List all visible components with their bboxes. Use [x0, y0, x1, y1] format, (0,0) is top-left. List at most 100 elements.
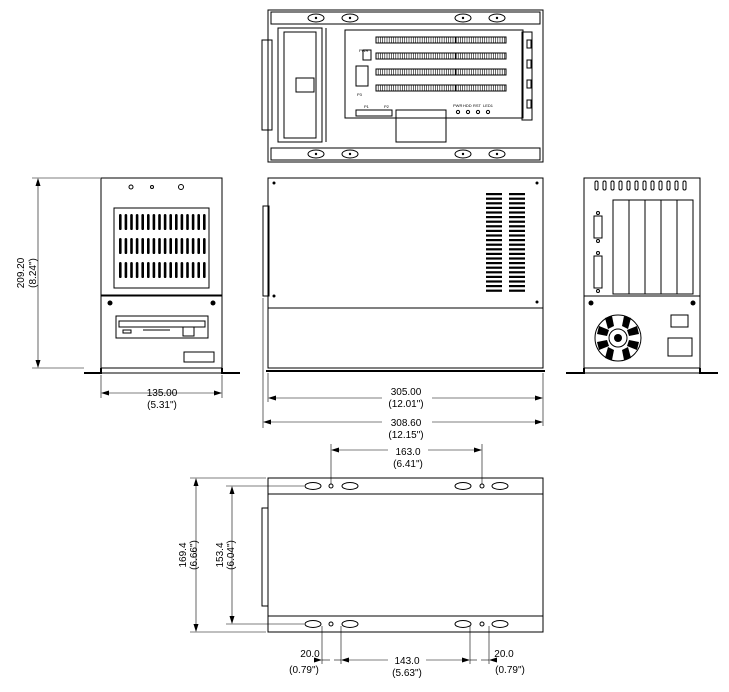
dim-hole-spacing-bottom-in: (5.63") — [392, 668, 422, 679]
side-vent-slot — [509, 275, 525, 278]
side-vent-slot — [486, 289, 502, 292]
dim-body-length-in: (12.01") — [388, 399, 423, 410]
dim-hole-spacing-bottom-mm: 143.0 — [394, 656, 419, 667]
rear-vent-slot — [658, 180, 663, 191]
vent-slot — [197, 262, 200, 278]
side-vent-slot — [509, 257, 525, 260]
vent-slot — [158, 214, 161, 230]
rear-vent-slot — [682, 180, 687, 191]
fan-grille — [594, 314, 642, 362]
vent-slot — [186, 214, 189, 230]
vent-slot — [147, 238, 150, 254]
vent-slot — [124, 262, 128, 278]
rear-vent-slot — [674, 180, 679, 191]
side-vent-slot — [486, 243, 502, 246]
dim-side-height: 209.20 (8.24") — [16, 177, 100, 369]
vent-slot — [158, 262, 161, 278]
dim-edge-left-mm: 20.0 — [300, 649, 320, 660]
vent-slot — [180, 214, 184, 230]
rear-vent-slot — [666, 180, 671, 191]
side-vent-slot — [509, 239, 525, 242]
side-vent-slot — [509, 285, 525, 288]
vent-slot — [152, 214, 156, 230]
dim-hole-spacing-top: 163.0 (6.41") — [330, 444, 483, 484]
dim-side-width: 135.00 (5.31") — [100, 375, 223, 411]
dim-base-depth-in: (6.66") — [189, 540, 200, 570]
side-vent-slot — [486, 229, 502, 232]
side-vent-slot — [509, 225, 525, 228]
dim-edge-right-mm: 20.0 — [494, 649, 514, 660]
dim-total-length: 308.60 (12.15") — [262, 298, 543, 441]
side-vent-slot — [509, 197, 525, 200]
side-vent-slot — [486, 252, 502, 255]
side-vent-slot — [486, 285, 502, 288]
rear-vent-slot — [642, 180, 647, 191]
vent-slot — [152, 262, 156, 278]
side-vent-slot — [486, 280, 502, 283]
rear-vent-slot — [610, 180, 615, 191]
dim-base-depth-mm: 169.4 — [178, 542, 189, 567]
front-view — [84, 177, 240, 374]
rear-view — [566, 177, 718, 374]
led-label: PWR — [453, 103, 462, 108]
dim-inner-depth: 153.4 (6.04") — [215, 485, 304, 625]
vent-slot — [130, 262, 133, 278]
vent-slot — [141, 238, 144, 254]
side-vent-slot — [509, 243, 525, 246]
backplane-slot — [455, 68, 507, 76]
backplane-slot — [455, 36, 507, 44]
vent-slot — [130, 238, 133, 254]
vent-slot — [119, 238, 122, 254]
vent-slot — [191, 262, 195, 278]
vent-slot — [135, 262, 139, 278]
vent-slot — [147, 262, 150, 278]
side-vent-slot — [509, 248, 525, 251]
side-vent-slot — [509, 220, 525, 223]
vent-slot — [124, 214, 128, 230]
rear-vent-slot — [594, 180, 599, 191]
rear-vent-slot — [650, 180, 655, 191]
vent-slot — [163, 262, 167, 278]
vent-slot — [141, 214, 144, 230]
side-vent-slot — [486, 271, 502, 274]
dim-hole-spacing-top-mm: 163.0 — [395, 447, 420, 458]
vent-slot — [203, 262, 206, 278]
vent-slot — [169, 238, 172, 254]
vent-slot — [197, 214, 200, 230]
vent-slot — [147, 214, 150, 230]
dim-total-length-mm: 308.60 — [391, 418, 422, 429]
dim-base-depth: 169.4 (6.66") — [178, 477, 266, 633]
side-view — [262, 177, 545, 372]
side-vent-slot — [509, 193, 525, 196]
side-vent-slot — [486, 193, 502, 196]
side-vent-slot — [486, 239, 502, 242]
vent-slot — [203, 214, 206, 230]
vent-slot — [175, 214, 178, 230]
vent-slot — [197, 238, 200, 254]
side-vent-slot — [509, 262, 525, 265]
vent-slot — [169, 214, 172, 230]
dim-side-width-mm: 135.00 — [147, 388, 178, 399]
side-vent-slot — [509, 206, 525, 209]
bottom-view — [261, 477, 544, 633]
vent-slot — [175, 238, 178, 254]
side-vent-slot — [486, 206, 502, 209]
side-vent-slot — [486, 234, 502, 237]
vent-slot — [175, 262, 178, 278]
vent-slot — [203, 238, 206, 254]
vent-slot — [119, 262, 122, 278]
led-label: HDD — [463, 103, 472, 108]
rear-vent-slot — [602, 180, 607, 191]
vent-slot — [158, 238, 161, 254]
vent-slot — [191, 214, 195, 230]
side-vent-slot — [486, 225, 502, 228]
dim-side-height-mm: 209.20 — [16, 257, 27, 288]
side-vent-slot — [486, 266, 502, 269]
side-vent-slot — [509, 280, 525, 283]
side-vent-slot — [486, 275, 502, 278]
side-vent-slot — [509, 252, 525, 255]
label-p1: P1 — [364, 104, 370, 109]
